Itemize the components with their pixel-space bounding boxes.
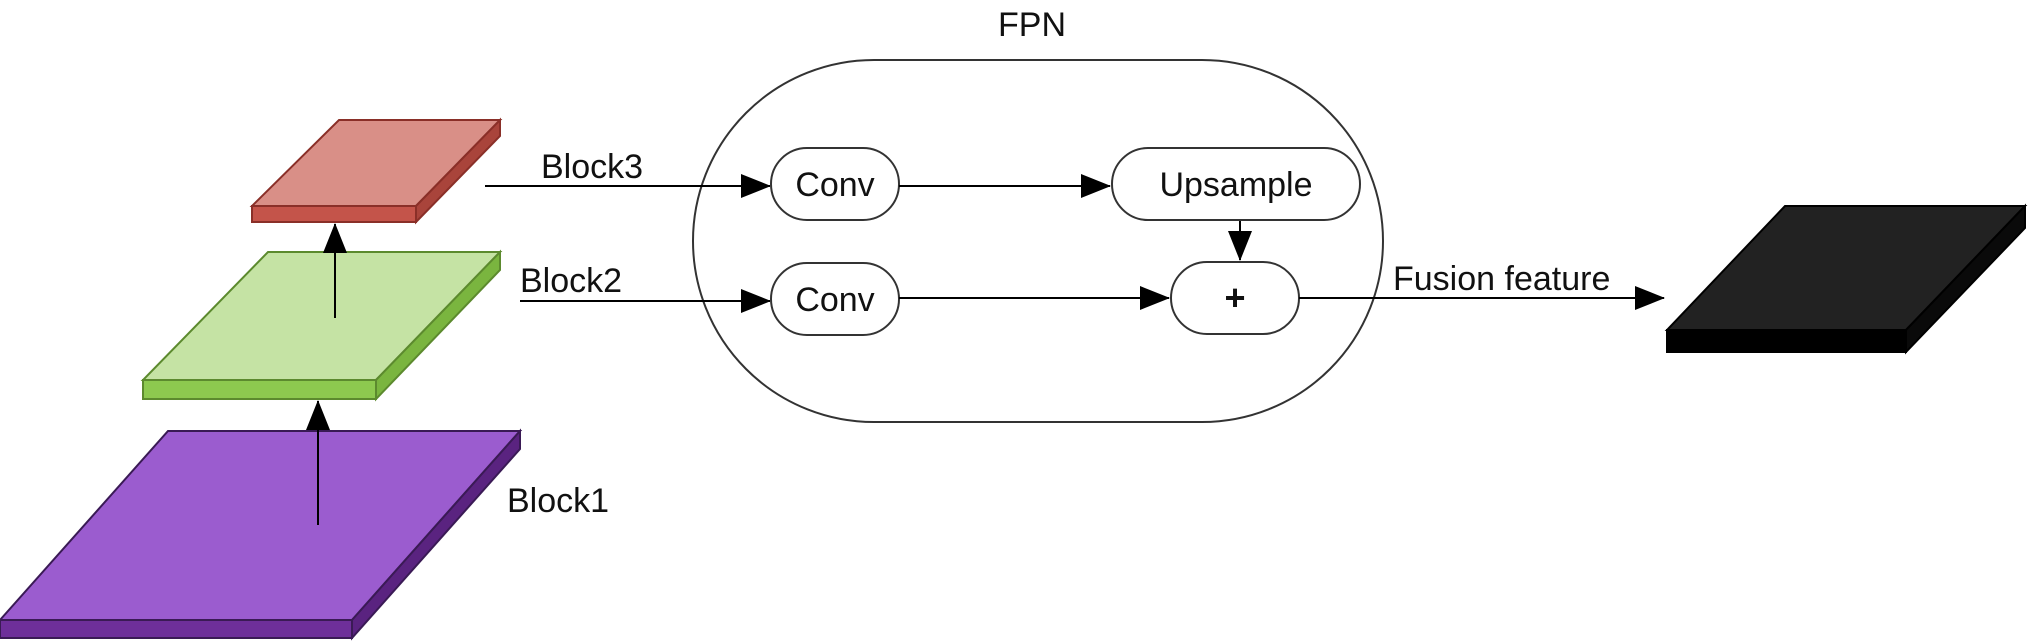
upsample-label: Upsample [1159, 166, 1312, 204]
upsample-node: Upsample [1111, 147, 1361, 221]
block1-front-face [0, 619, 353, 639]
upsample-box [1111, 147, 1361, 221]
block3-front-face [251, 205, 417, 223]
fusion-feature-label: Fusion feature [1393, 260, 1610, 298]
fpn-container [692, 59, 1384, 423]
output-feature-layer [1664, 203, 2028, 355]
conv-bottom-node: Conv [770, 262, 900, 336]
block3-side-face [415, 117, 501, 225]
block2-side-face [375, 249, 501, 402]
output-side-face [1905, 203, 2026, 355]
conv-bottom-label: Conv [795, 281, 874, 319]
fpn-title: FPN [998, 6, 1066, 44]
conv-top-label: Conv [795, 166, 874, 204]
block3-layer [249, 117, 503, 225]
conv-top-node: Conv [770, 147, 900, 221]
block1-side-face [351, 428, 521, 641]
block1-label: Block1 [507, 482, 609, 520]
conv-top-box [770, 147, 900, 221]
output-front-face [1666, 329, 1907, 353]
block2-label: Block2 [520, 262, 622, 300]
block3-label: Block3 [541, 148, 643, 186]
add-node: + [1170, 261, 1300, 335]
block2-front-face [142, 379, 377, 400]
block2-layer [140, 249, 503, 402]
add-label: + [1224, 277, 1245, 318]
block1-layer [0, 428, 523, 641]
